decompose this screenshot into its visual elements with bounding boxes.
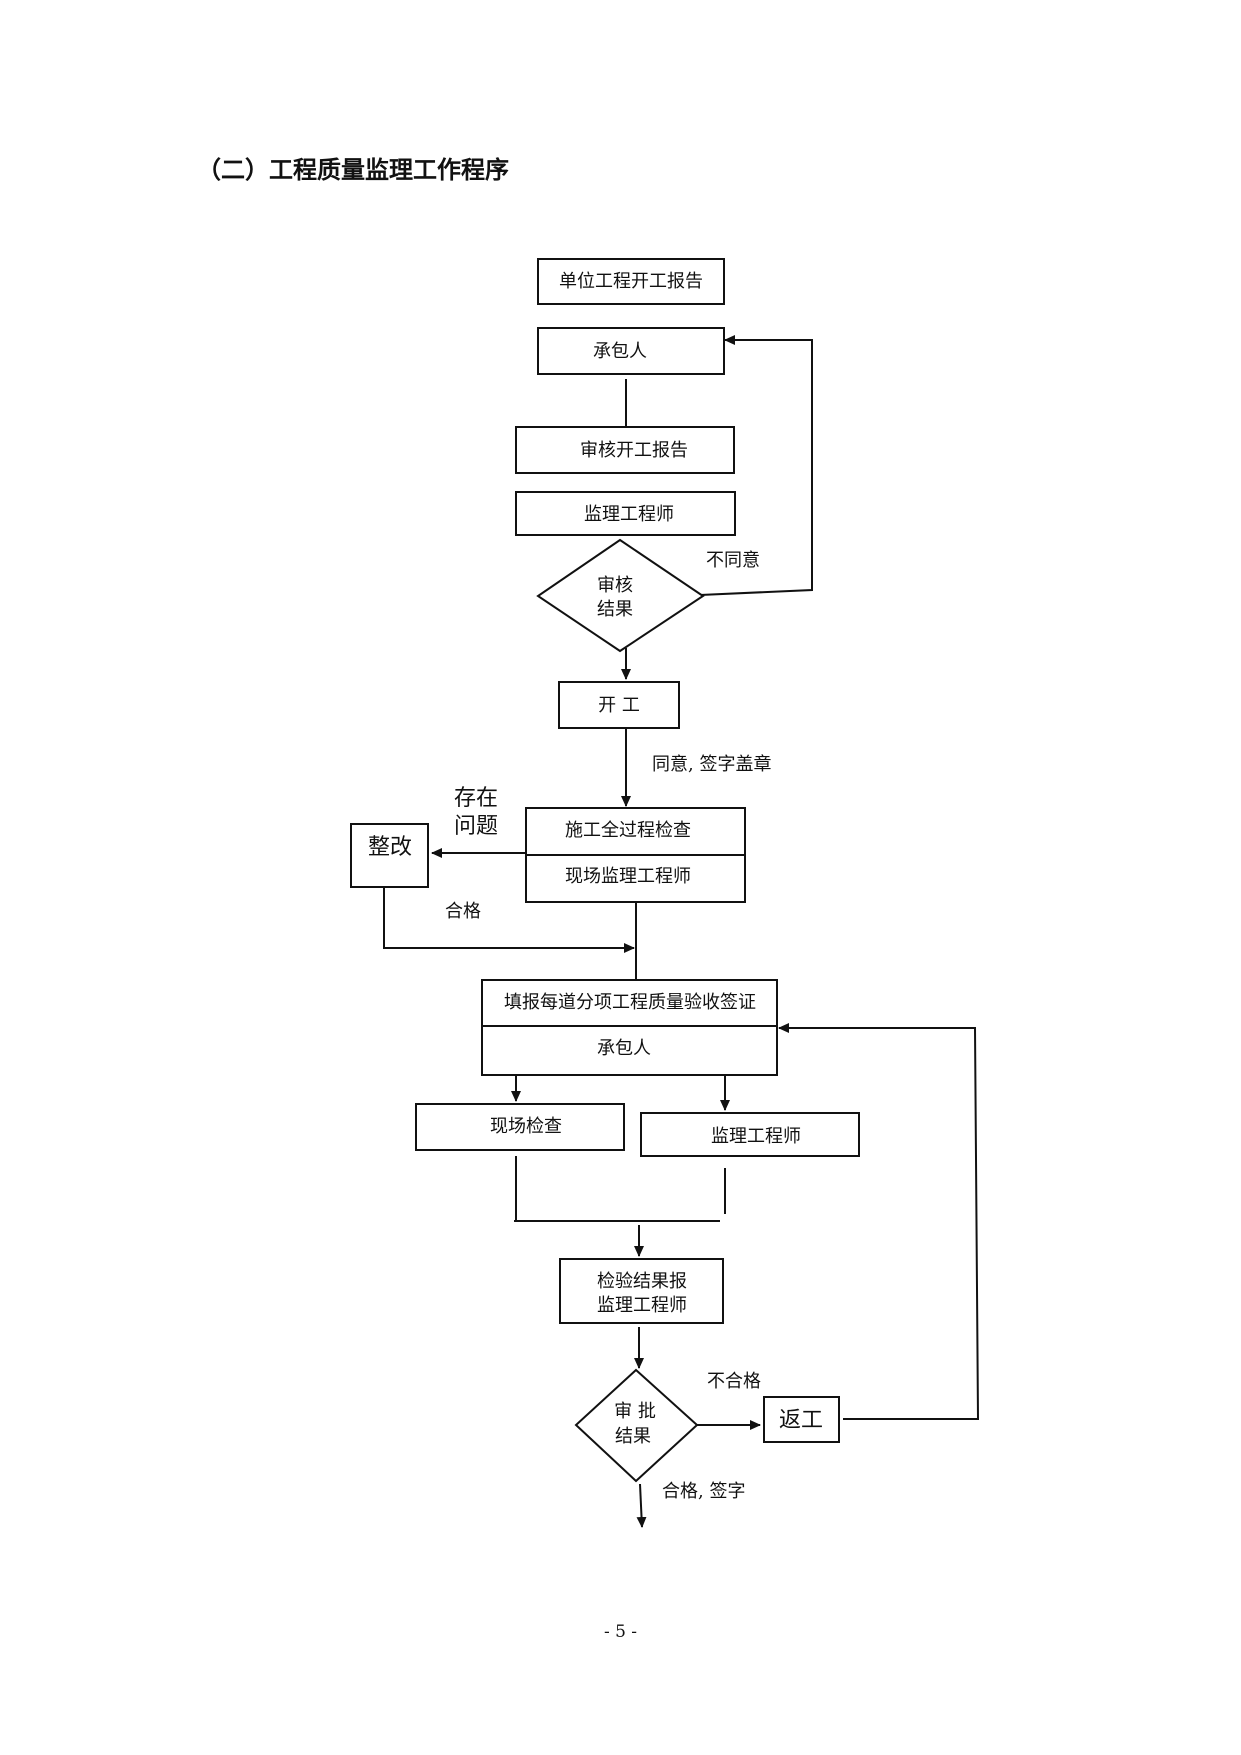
node-review-result-line1: 审核	[597, 575, 633, 596]
node-approval-result-line2: 结果	[615, 1426, 651, 1447]
page-title: （二）工程质量监理工作程序	[197, 156, 509, 184]
page-number: - 5 -	[603, 1622, 638, 1642]
node-contractor-1-text: 承包人	[593, 341, 647, 362]
label-agree-sign: 同意, 签字盖章	[652, 754, 771, 775]
node-engineer-2-text: 监理工程师	[711, 1126, 801, 1147]
node-start-work: 开 工	[558, 681, 680, 729]
node-engineer-2: 监理工程师	[640, 1112, 860, 1157]
arrow-rectify-qualified	[383, 887, 635, 953]
node-site-engineer-text: 现场监理工程师	[565, 866, 691, 887]
node-rectify: 整改	[350, 823, 429, 888]
node-acceptance-form: 填报每道分项工程质量验收签证 承包人	[481, 979, 778, 1076]
node-site-inspection: 现场检查	[415, 1103, 625, 1151]
node-engineer-1-text: 监理工程师	[584, 504, 674, 525]
node-review-result: 审核 结果	[536, 538, 705, 653]
node-review-result-line2: 结果	[597, 599, 633, 620]
label-unqualified: 不合格	[707, 1371, 761, 1392]
node-rework-text: 返工	[779, 1408, 823, 1433]
node-report: 检验结果报 监理工程师	[559, 1258, 724, 1324]
label-qualified-sign: 合格, 签字	[662, 1481, 745, 1502]
node-approval-result-line1: 审 批	[614, 1401, 656, 1422]
node-engineer-1: 监理工程师	[515, 491, 736, 536]
node-report-line1: 检验结果报	[597, 1271, 687, 1292]
node-site-inspection-text: 现场检查	[490, 1116, 562, 1137]
node-review-report: 审核开工报告	[515, 426, 735, 474]
node-start-work-text: 开 工	[598, 695, 640, 716]
node-start-report-text: 单位工程开工报告	[559, 271, 703, 292]
node-approval-result: 审 批 结果	[574, 1368, 699, 1483]
node-rework: 返工	[763, 1396, 840, 1443]
node-contractor-1: 承包人	[537, 327, 725, 375]
arrow-rework-loop	[778, 1023, 980, 1420]
label-problem-line2: 问题	[454, 814, 498, 839]
node-contractor-2-text: 承包人	[597, 1038, 651, 1059]
label-qualified: 合格	[445, 901, 481, 922]
arrow-disagree-loop	[699, 335, 813, 596]
label-problem-line1: 存在	[454, 786, 498, 811]
arrow-final-exit	[636, 1483, 647, 1528]
label-disagree: 不同意	[706, 550, 760, 571]
node-rectify-text: 整改	[368, 835, 412, 860]
node-process-check-text: 施工全过程检查	[565, 820, 691, 841]
node-start-report: 单位工程开工报告	[537, 258, 725, 305]
node-acceptance-form-text: 填报每道分项工程质量验收签证	[504, 992, 756, 1013]
node-report-line2: 监理工程师	[597, 1295, 687, 1316]
node-review-report-text: 审核开工报告	[580, 440, 688, 461]
node-process-check: 施工全过程检查 现场监理工程师	[525, 807, 746, 903]
